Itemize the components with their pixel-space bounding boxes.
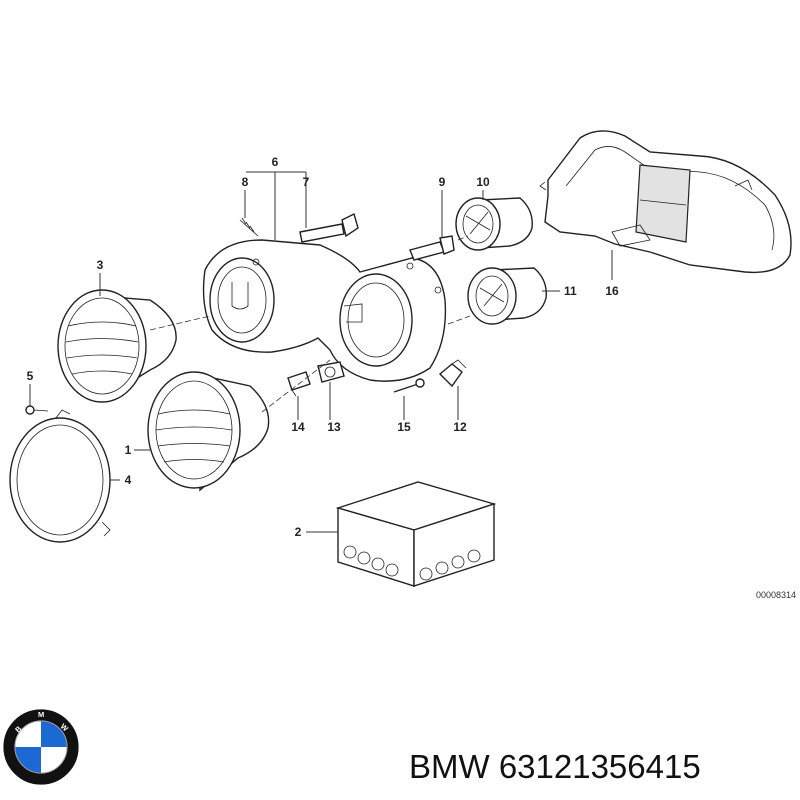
- callout-16: 16: [605, 284, 619, 298]
- callout-4: 4: [125, 473, 132, 487]
- reference-code: 00008314: [756, 590, 796, 600]
- part-12-clip: [438, 359, 467, 388]
- part-16-housing-cover: [539, 130, 792, 274]
- part-10-bulb-socket: [455, 197, 533, 251]
- bmw-logo: B M W: [2, 708, 80, 786]
- callout-5: 5: [27, 369, 34, 383]
- part-3-headlight-insert: [57, 289, 177, 403]
- callout-3: 3: [97, 258, 104, 272]
- callout-10: 10: [476, 175, 490, 189]
- callout-6: 6: [272, 155, 279, 169]
- part-4-trim-ring: [9, 409, 111, 543]
- logo-letter-m: M: [38, 710, 44, 719]
- part-7-adjusting-bolt: [299, 212, 359, 243]
- callout-13: 13: [327, 420, 341, 434]
- part-8-screw: [239, 217, 259, 237]
- part-11-bulb-socket: [467, 267, 547, 325]
- part-14-bulb: [287, 371, 311, 397]
- part-13-socket: [317, 361, 345, 383]
- callout-11: 11: [564, 284, 577, 298]
- part-number-caption: BMW 63121356415: [409, 748, 701, 785]
- part-6-headlight-housing: [202, 239, 447, 382]
- logo-letter-w: W: [59, 722, 71, 734]
- part-9-bulb: [409, 235, 455, 261]
- part-15-screw: [393, 378, 425, 393]
- part-2-bulb-set-box: [335, 481, 497, 587]
- callout-2: 2: [295, 525, 302, 539]
- callout-12: 12: [453, 420, 467, 434]
- callout-7: 7: [303, 175, 310, 189]
- callout-9: 9: [439, 175, 446, 189]
- callout-15: 15: [397, 420, 411, 434]
- part-5-screw: [25, 405, 49, 415]
- callout-14: 14: [291, 420, 305, 434]
- logo-letter-b: B: [13, 724, 23, 735]
- callout-1: 1: [125, 443, 132, 457]
- part-1-headlight-insert: [147, 371, 270, 492]
- callout-8: 8: [242, 175, 249, 189]
